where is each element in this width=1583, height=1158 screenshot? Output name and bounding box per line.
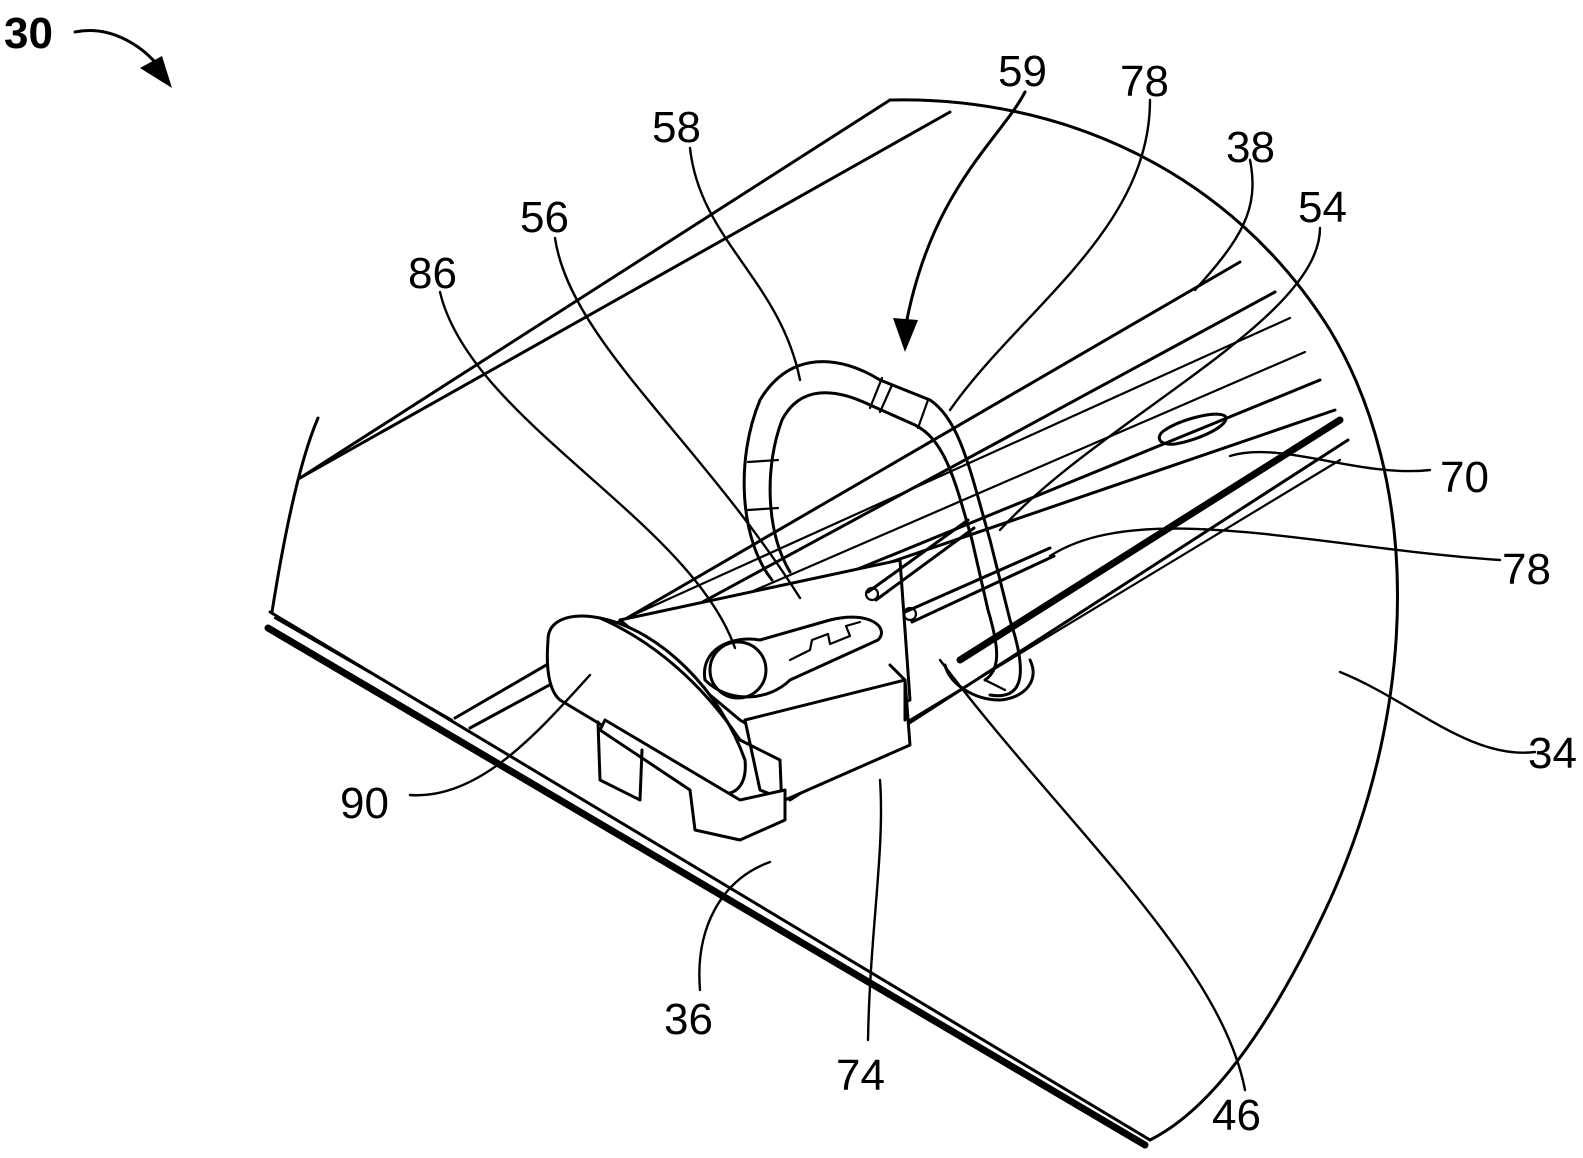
- slot-70: [1159, 414, 1226, 444]
- label-34: 34: [1528, 729, 1577, 778]
- leader-78-right: [1050, 529, 1500, 560]
- label-74: 74: [836, 1051, 885, 1100]
- label-56: 56: [520, 193, 569, 242]
- label-59: 59: [998, 47, 1047, 96]
- leader-54: [1000, 228, 1320, 530]
- leader-34: [1340, 672, 1535, 753]
- leader-86: [440, 292, 735, 648]
- base-plate-top-edge: [300, 100, 890, 478]
- cutaway-boundary: [890, 100, 1398, 1140]
- base-plate-top-edge-inner: [300, 112, 950, 478]
- base-plate-outline: [272, 418, 318, 612]
- base-plate-front-edge-inner: [275, 618, 452, 720]
- label-36: 36: [664, 995, 713, 1044]
- leader-58: [690, 148, 800, 380]
- label-78-top: 78: [1120, 57, 1169, 106]
- rail-side-edge: [910, 460, 1340, 720]
- leader-36: [699, 862, 770, 990]
- leader-46: [940, 660, 1245, 1090]
- label-90: 90: [340, 779, 389, 828]
- label-58: 58: [652, 103, 701, 152]
- arrow-30-head: [140, 56, 172, 88]
- arrow-59-head: [893, 318, 918, 352]
- label-46: 46: [1212, 1091, 1261, 1140]
- label-38: 38: [1226, 123, 1275, 172]
- rail-line-3: [600, 318, 1290, 630]
- label-30: 30: [4, 9, 53, 58]
- label-78-right: 78: [1502, 545, 1551, 594]
- label-54: 54: [1298, 183, 1347, 232]
- label-86: 86: [408, 249, 457, 298]
- label-70: 70: [1440, 453, 1489, 502]
- rail-groove-heavy: [960, 420, 1340, 660]
- leader-74: [868, 780, 881, 1040]
